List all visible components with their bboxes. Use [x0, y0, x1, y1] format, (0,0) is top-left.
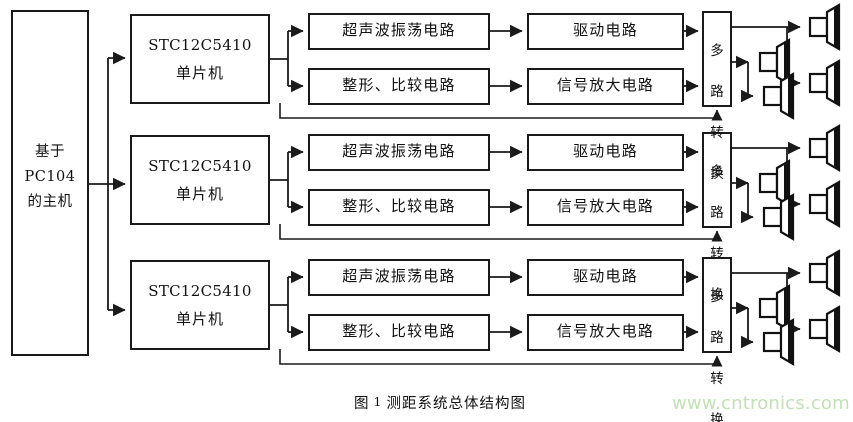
transducer-3d — [762, 318, 795, 366]
transducer-1b — [808, 59, 841, 107]
transducer-3b — [808, 305, 841, 353]
transducer-1d — [762, 72, 795, 120]
tx-circuit-box-1 — [308, 13, 490, 50]
drive-circuit-box-3 — [527, 259, 684, 296]
amp-circuit-box-3 — [527, 314, 684, 351]
tx-circuit-box-2 — [308, 134, 490, 171]
host-box — [11, 10, 89, 356]
drive-circuit-box-1 — [527, 13, 684, 50]
rx-circuit-box-1 — [308, 68, 490, 105]
transducer-2b — [808, 180, 841, 228]
feedback-line-1 — [279, 103, 723, 121]
drive-circuit-box-2 — [527, 134, 684, 171]
watermark-text: www.cntronics.com — [672, 393, 850, 414]
mux-box-2 — [702, 132, 732, 228]
feedback-line-2 — [279, 224, 723, 242]
transducer-1c — [758, 38, 791, 86]
transducer-2d — [762, 193, 795, 241]
feedback-line-3 — [279, 349, 723, 367]
caption-title: 测距系统总体结构图 — [386, 396, 526, 412]
rx-circuit-box-2 — [308, 189, 490, 226]
mcu-box-3 — [130, 260, 270, 350]
caption-prefix: 图 — [354, 396, 370, 412]
mux-box-3 — [702, 257, 732, 353]
transducer-2c — [758, 159, 791, 207]
tx-circuit-box-3 — [308, 259, 490, 296]
transducer-3a — [808, 249, 841, 297]
amp-circuit-box-2 — [527, 189, 684, 226]
transducer-1a — [808, 3, 841, 51]
mcu-box-1 — [130, 14, 270, 104]
rx-circuit-box-3 — [308, 314, 490, 351]
caption-number: 1 — [373, 394, 383, 409]
transducer-2a — [808, 124, 841, 172]
amp-circuit-box-1 — [527, 68, 684, 105]
transducer-3c — [758, 284, 791, 332]
mcu-box-2 — [130, 135, 270, 225]
mux-box-1 — [702, 11, 732, 107]
